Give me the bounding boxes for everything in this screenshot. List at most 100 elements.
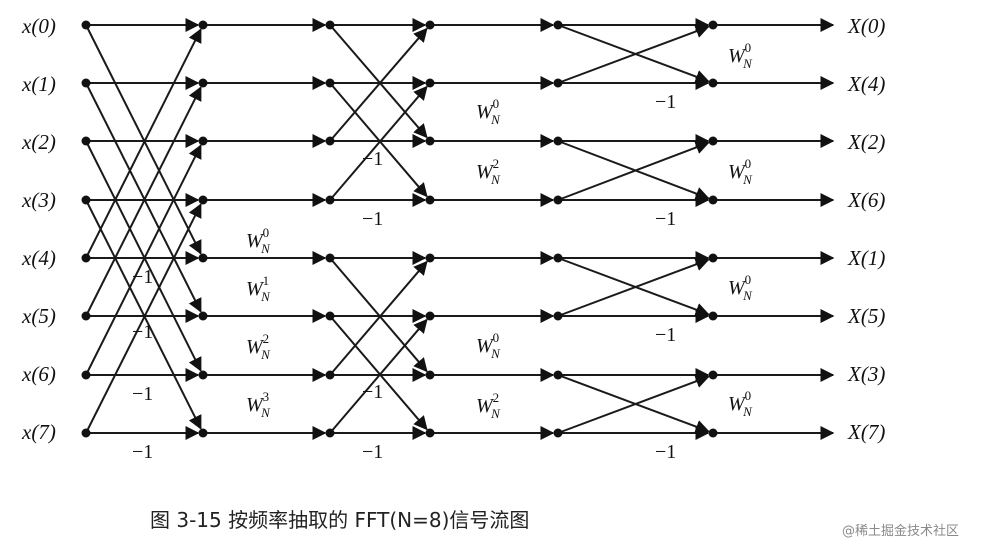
- signal-node: [81, 136, 91, 146]
- minus-one-label: −1: [132, 441, 153, 463]
- butterfly-branch: [329, 260, 428, 376]
- butterfly-branch: [557, 24, 710, 84]
- signal-node: [553, 428, 563, 438]
- output-label: X(5): [847, 304, 885, 328]
- signal-node: [325, 136, 335, 146]
- signal-node: [425, 78, 435, 88]
- output-labels: X(0) X(4) X(2) X(6) X(1) X(5) X(3) X(7): [847, 14, 885, 444]
- output-label: X(4): [847, 72, 885, 96]
- minus-one-label: −1: [655, 91, 676, 113]
- butterfly-branch: [85, 203, 202, 434]
- butterfly-branch: [85, 86, 202, 317]
- minus-one-label: −1: [132, 266, 153, 288]
- signal-node: [325, 253, 335, 263]
- butterfly-branch: [329, 24, 428, 139]
- signal-node: [325, 370, 335, 380]
- signal-node: [325, 20, 335, 30]
- input-label: x(0): [21, 14, 56, 38]
- minus-one-label: −1: [655, 441, 676, 463]
- signal-node: [425, 311, 435, 321]
- signal-node: [708, 136, 718, 146]
- signal-node: [553, 253, 563, 263]
- butterfly-branch: [329, 318, 428, 434]
- signal-node: [198, 20, 208, 30]
- butterfly-branch: [329, 315, 428, 431]
- input-label: x(3): [21, 188, 56, 212]
- signal-node: [425, 195, 435, 205]
- output-label: X(1): [847, 246, 885, 270]
- signal-node: [708, 428, 718, 438]
- signal-node: [553, 311, 563, 321]
- signal-node: [553, 195, 563, 205]
- stage1-minus-labels: −1 −1 −1 −1: [132, 266, 153, 463]
- butterfly-branch: [557, 257, 710, 317]
- butterfly-branch: [85, 199, 202, 430]
- signal-nodes: [81, 20, 718, 438]
- signal-node: [553, 370, 563, 380]
- butterfly-branch: [329, 82, 428, 198]
- output-label: X(3): [847, 362, 885, 386]
- signal-node: [553, 78, 563, 88]
- butterfly-branch: [85, 140, 202, 372]
- signal-node: [553, 136, 563, 146]
- figure-caption: 图 3-15 按频率抽取的 FFT(N=8)信号流图: [150, 508, 529, 532]
- signal-node: [198, 311, 208, 321]
- signal-node: [81, 20, 91, 30]
- stage3-minus-labels: −1 −1 −1 −1: [655, 91, 676, 463]
- signal-node: [81, 370, 91, 380]
- signal-node: [708, 370, 718, 380]
- minus-one-label: −1: [362, 381, 383, 403]
- output-label: X(7): [847, 420, 885, 444]
- signal-node: [708, 195, 718, 205]
- butterfly-branch: [329, 257, 428, 373]
- signal-node: [708, 253, 718, 263]
- input-label: x(7): [21, 420, 56, 444]
- input-labels: x(0) x(1) x(2) x(3) x(4) x(5) x(6) x(7): [21, 14, 56, 444]
- signal-node: [325, 195, 335, 205]
- signal-node: [198, 78, 208, 88]
- butterfly-branch: [85, 144, 202, 376]
- butterfly-branch: [329, 85, 428, 201]
- signal-node: [81, 78, 91, 88]
- butterfly-branch: [557, 257, 710, 317]
- signal-node: [553, 20, 563, 30]
- butterfly-branch: [557, 374, 710, 434]
- input-label: x(4): [21, 246, 56, 270]
- signal-node: [81, 428, 91, 438]
- signal-node: [325, 78, 335, 88]
- signal-node: [708, 20, 718, 30]
- signal-node: [325, 428, 335, 438]
- signal-node: [425, 253, 435, 263]
- minus-one-label: −1: [362, 441, 383, 463]
- signal-node: [81, 195, 91, 205]
- signal-node: [198, 370, 208, 380]
- watermark: @稀土掘金技术社区: [842, 523, 959, 539]
- signal-wires: [85, 18, 835, 440]
- output-label: X(2): [847, 130, 885, 154]
- output-label: X(0): [847, 14, 885, 38]
- signal-node: [425, 370, 435, 380]
- butterfly-branch: [557, 140, 710, 201]
- signal-node: [425, 20, 435, 30]
- input-label: x(6): [21, 362, 56, 386]
- output-label: X(6): [847, 188, 885, 212]
- signal-node: [425, 136, 435, 146]
- signal-node: [198, 136, 208, 146]
- input-label: x(2): [21, 130, 56, 154]
- signal-node: [198, 195, 208, 205]
- butterfly-branch: [85, 24, 202, 255]
